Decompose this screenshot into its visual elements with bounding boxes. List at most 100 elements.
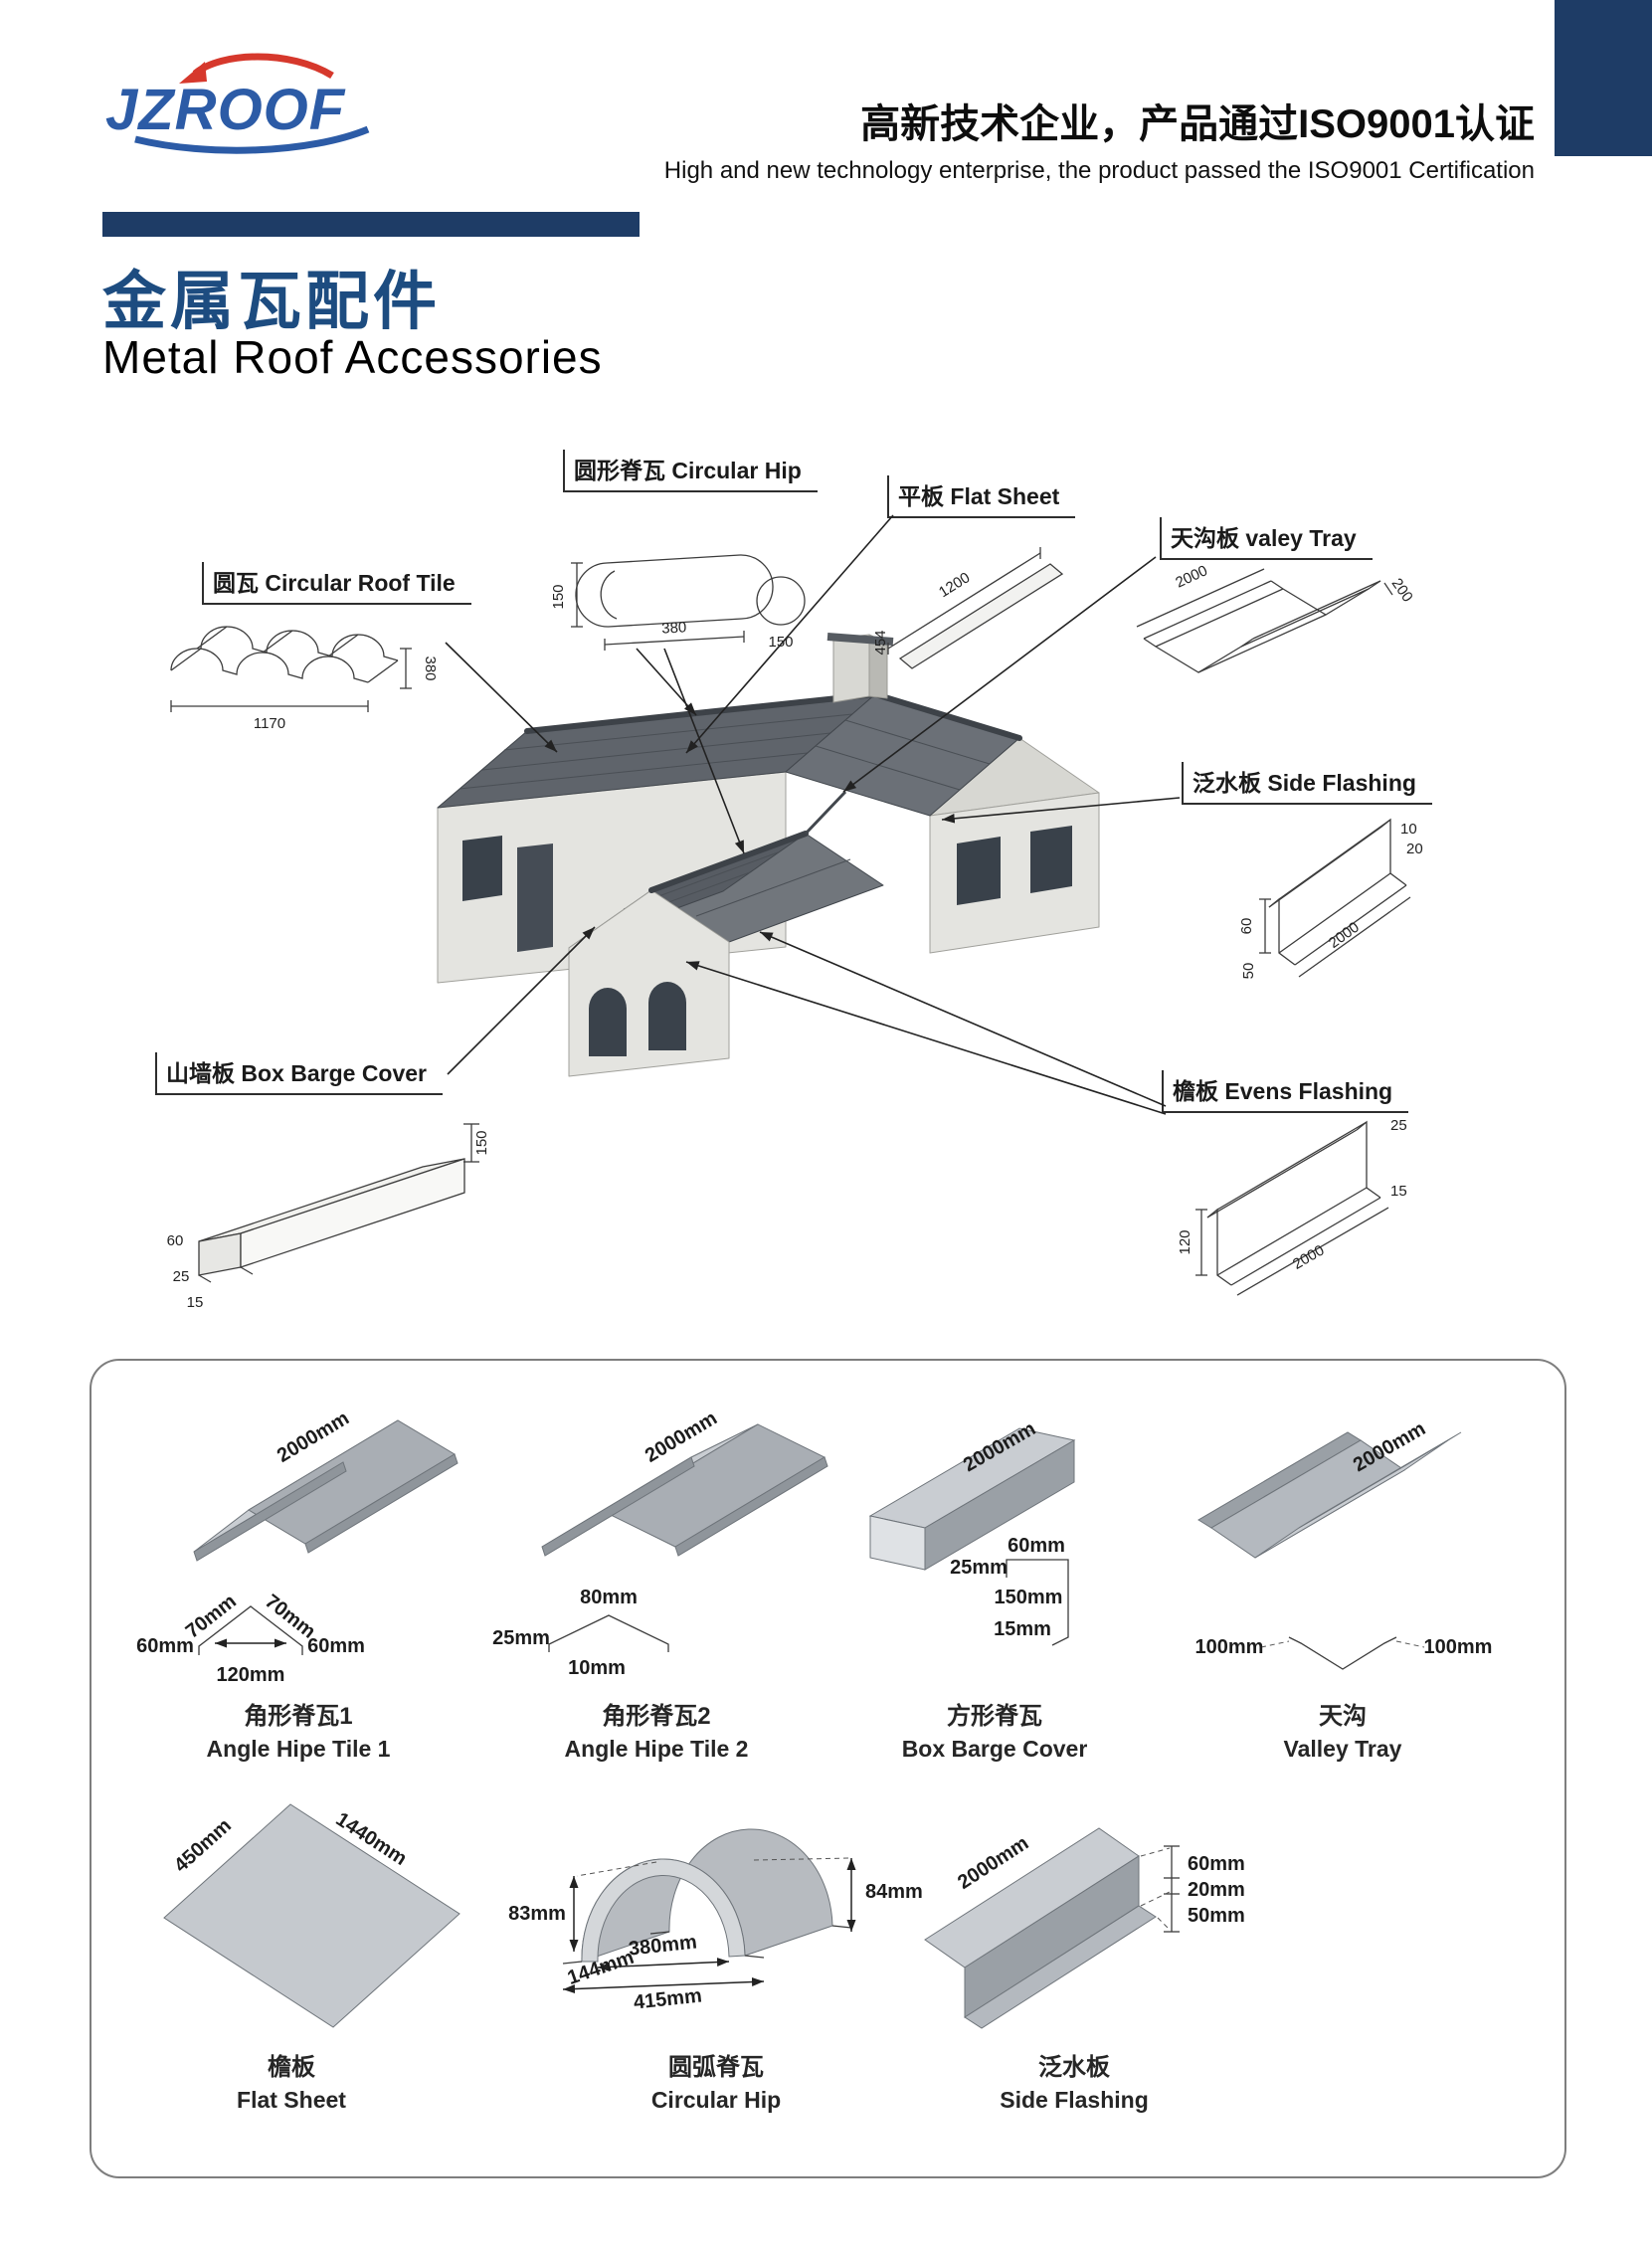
dim-d5: 120mm	[217, 1664, 285, 1686]
dim-d1: 25	[1390, 1117, 1407, 1134]
product-name-zh: 圆弧脊瓦	[668, 2054, 764, 2081]
product-drawing-side-flashing: 2000mm 60mm 20mm 50mm	[924, 1827, 1245, 2029]
corner-accent-block	[1555, 0, 1652, 156]
callout-drawing-valley-tray: 2000 200	[1136, 562, 1416, 673]
dim-height: 150	[550, 584, 567, 609]
arched-window	[648, 982, 686, 1050]
product-name-zh: 天沟	[1319, 1703, 1367, 1730]
dim-diameter: 150	[768, 634, 793, 651]
product-name-en: Angle Hipe Tile 1	[206, 1736, 391, 1762]
callout-label-box-barge-cover: 山墙板 Box Barge Cover	[155, 1052, 444, 1095]
dim-d2: 25mm	[950, 1557, 1008, 1579]
callout-drawing-evens-flashing: 25 15 120 2000	[1177, 1117, 1407, 1296]
dim-d4: 15	[187, 1294, 204, 1311]
product-drawing-angle-hipe-tile-2: 2000mm 80mm 25mm 10mm	[492, 1407, 828, 1679]
logo-red-arrowhead-icon	[179, 62, 207, 84]
header-tagline-zh: 高新技术企业，产品通过ISO9001认证	[860, 102, 1535, 146]
product-name-angle-hipe-tile-2: 角形脊瓦2 Angle Hipe Tile 2	[507, 1696, 806, 1763]
dim-d3: 25	[173, 1268, 190, 1285]
product-name-zh: 檐板	[268, 2054, 315, 2081]
callout-label-valley-tray: 天沟板 valey Tray	[1160, 517, 1373, 560]
dim-d1: 100mm	[1195, 1636, 1264, 1658]
dim-d2: 25mm	[492, 1627, 550, 1649]
dim-d1: 150	[473, 1130, 490, 1155]
callout-drawing-circular-roof-tile: 1170 380	[170, 626, 439, 732]
house-chimney-cap	[826, 633, 894, 646]
title-underline-bar	[102, 212, 640, 237]
product-name-flat-sheet: 檐板 Flat Sheet	[142, 2047, 441, 2114]
dim-d3: 60mm	[136, 1635, 194, 1657]
hip-cross-section	[756, 576, 806, 626]
roof-valley	[804, 790, 847, 836]
dim-d2: 20	[1406, 841, 1423, 857]
product-name-en: Valley Tray	[1283, 1736, 1402, 1762]
dim-d3: 60	[1238, 918, 1255, 935]
callout-label-flat-sheet: 平板 Flat Sheet	[887, 475, 1076, 518]
dim-d1: 83mm	[508, 1903, 566, 1925]
product-name-zh: 方形脊瓦	[947, 1703, 1042, 1730]
dim-d3: 50mm	[1188, 1905, 1245, 1927]
dim-d3: 120	[1177, 1229, 1193, 1254]
dim-d2: 15	[1390, 1183, 1407, 1200]
callout-label-circular-hip: 圆形脊瓦 Circular Hip	[563, 450, 818, 492]
product-name-en: Angle Hipe Tile 2	[564, 1736, 749, 1762]
callout-drawing-flat-sheet: 1200 454	[872, 547, 1064, 669]
house-ridge	[872, 691, 1022, 741]
product-drawing-circular-hip: 83mm 84mm 380mm 415mm 144mm	[508, 1828, 923, 2014]
dim-d4: 50	[1240, 963, 1257, 980]
dim-length: 2000	[1173, 562, 1209, 592]
dim-width: 1170	[254, 715, 285, 732]
dim-d2: 100mm	[1424, 1636, 1493, 1658]
logo-text: JZROOF	[105, 78, 346, 142]
dim-length: 2000	[1326, 919, 1363, 952]
dim-d4: 415mm	[633, 1984, 703, 2013]
product-drawing-valley-tray: 2000mm 100mm 100mm	[1195, 1417, 1493, 1670]
dim-height: 380	[422, 656, 439, 680]
dim-d1: 80mm	[580, 1587, 638, 1608]
product-name-en: Box Barge Cover	[901, 1736, 1088, 1762]
house-chimney	[832, 634, 870, 703]
jzroof-logo: JZROOF	[105, 53, 370, 154]
product-drawing-flat-sheet: 450mm 1440mm	[163, 1803, 460, 2028]
house-illustration	[437, 633, 1100, 1077]
product-name-side-flashing: 泛水板 Side Flashing	[925, 2047, 1223, 2114]
dim-d1: 60mm	[1008, 1535, 1065, 1557]
products-panel	[90, 1359, 1566, 2178]
dim-length: 1200	[936, 569, 973, 601]
product-name-box-barge-cover: 方形脊瓦 Box Barge Cover	[845, 1696, 1144, 1763]
callout-label-evens-flashing: 檐板 Evens Flashing	[1162, 1070, 1409, 1113]
wing-ridge	[648, 831, 809, 893]
dim-d3: 10mm	[568, 1657, 626, 1679]
product-name-zh: 泛水板	[1038, 2054, 1110, 2081]
dim-d3: 150mm	[995, 1587, 1063, 1608]
dim-d1: 10	[1400, 821, 1417, 838]
dim-d5: 84mm	[865, 1881, 923, 1903]
callout-label-circular-roof-tile: 圆瓦 Circular Roof Tile	[202, 562, 471, 605]
product-name-valley-tray: 天沟 Valley Tray	[1193, 1696, 1492, 1763]
dim-d2: 60	[167, 1232, 184, 1249]
house-window	[462, 836, 502, 901]
dim-end: 200	[1388, 575, 1416, 605]
product-name-angle-hipe-tile-1: 角形脊瓦1 Angle Hipe Tile 1	[149, 1696, 448, 1763]
dim-d4: 15mm	[994, 1618, 1051, 1640]
callout-drawing-side-flashing: 10 20 60 50 2000	[1238, 818, 1423, 980]
callout-label-side-flashing: 泛水板 Side Flashing	[1182, 762, 1432, 805]
logo-red-swoosh-icon	[192, 53, 334, 80]
product-name-circular-hip: 圆弧脊瓦 Circular Hip	[567, 2047, 865, 2114]
callout-drawing-box-barge-cover: 150 60 25 15	[167, 1123, 490, 1311]
house-window	[1030, 826, 1072, 893]
leader-lines	[445, 514, 1181, 1115]
header-tagline-en: High and new technology enterprise, the …	[663, 157, 1535, 184]
logo-blue-swoosh-icon	[134, 125, 370, 154]
product-name-en: Flat Sheet	[237, 2087, 346, 2113]
house-window	[957, 837, 1001, 905]
product-name-en: Circular Hip	[650, 2087, 782, 2113]
product-drawing-box-barge-cover: 2000mm 60mm 25mm 150mm 15mm	[868, 1417, 1076, 1646]
product-name-en: Side Flashing	[1000, 2087, 1149, 2113]
product-drawing-angle-hipe-tile-1: 2000mm 70mm 70mm 60mm 60mm 120mm	[136, 1407, 459, 1686]
page-title-en: Metal Roof Accessories	[102, 331, 603, 383]
page-title-zh: 金属瓦配件	[102, 266, 441, 337]
product-name-zh: 角形脊瓦1	[244, 1703, 353, 1730]
